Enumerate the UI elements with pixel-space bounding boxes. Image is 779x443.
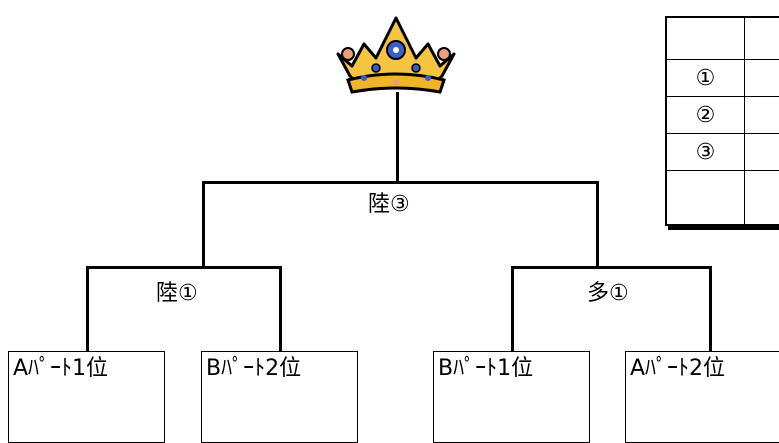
- value-cell: [745, 60, 779, 96]
- team-box: Bﾊﾟｰﾄ2位: [201, 351, 358, 443]
- semi-left-drop-left-line: [86, 266, 89, 352]
- final-right-drop-line: [596, 181, 599, 268]
- team-name: Aﾊﾟｰﾄ2位: [630, 356, 726, 381]
- final-left-drop-line: [202, 181, 205, 268]
- semi-left-drop-right-line: [279, 266, 282, 352]
- team-box: Aﾊﾟｰﾄ2位: [625, 351, 779, 443]
- crown-icon: [336, 16, 456, 94]
- rank-cell: [667, 18, 745, 59]
- table-row: ②: [667, 96, 779, 133]
- semi-left-match-label: 陸①: [154, 281, 200, 307]
- team-box: Bﾊﾟｰﾄ1位: [433, 351, 590, 443]
- rank-cell: ②: [667, 97, 745, 133]
- rank-cell: [667, 171, 745, 224]
- semi-right-drop-right-line: [709, 266, 712, 352]
- semi-right-horizontal-line: [511, 266, 712, 269]
- value-cell: [745, 18, 779, 59]
- value-cell: [745, 97, 779, 133]
- final-horizontal-line: [202, 181, 599, 184]
- rank-cell: ③: [667, 134, 745, 170]
- team-box: Aﾊﾟｰﾄ1位: [8, 351, 165, 443]
- semi-right-match-label: 多①: [585, 281, 631, 307]
- value-cell: [745, 171, 779, 224]
- final-stem-line: [396, 92, 399, 182]
- semi-right-drop-left-line: [511, 266, 514, 352]
- rank-cell: ①: [667, 60, 745, 96]
- final-match-label: 陸③: [366, 192, 412, 218]
- team-name: Bﾊﾟｰﾄ2位: [206, 356, 302, 381]
- team-name: Aﾊﾟｰﾄ1位: [13, 356, 109, 381]
- value-cell: [745, 134, 779, 170]
- table-row: [667, 170, 779, 224]
- table-row: ③: [667, 133, 779, 170]
- team-name: Bﾊﾟｰﾄ1位: [438, 356, 534, 381]
- results-table: ① ② ③: [665, 16, 779, 226]
- semi-left-horizontal-line: [86, 266, 282, 269]
- table-row: [667, 18, 779, 59]
- table-row: ①: [667, 59, 779, 96]
